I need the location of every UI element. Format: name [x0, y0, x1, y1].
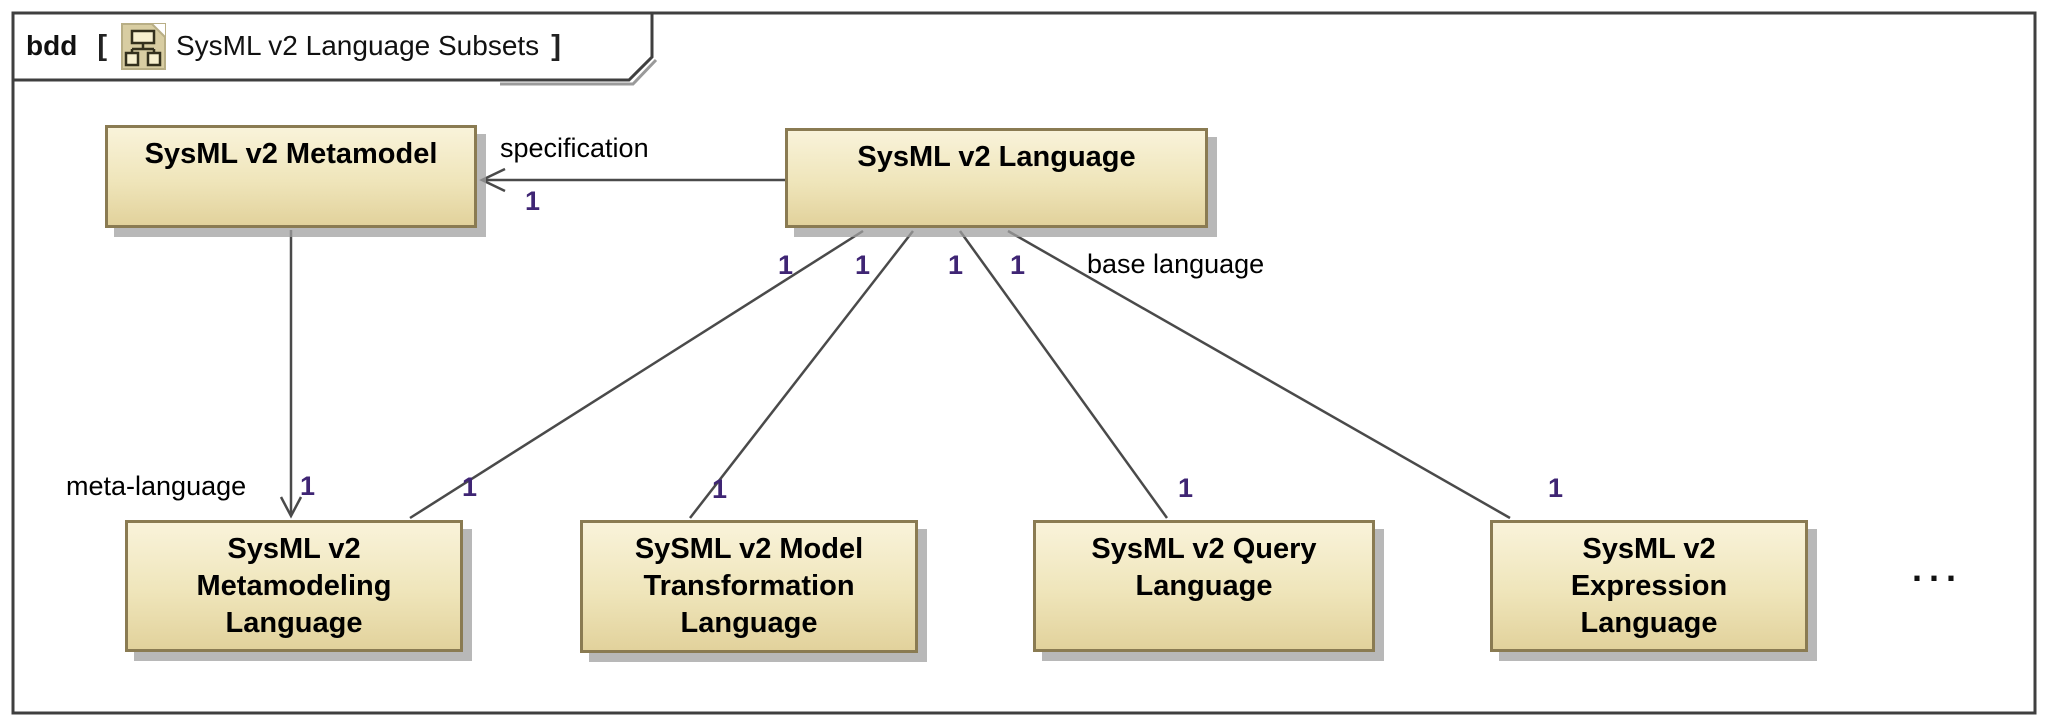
connector-expression-language	[1007, 229, 1511, 520]
block-label: SysML v2 Language	[857, 141, 1136, 173]
more-languages-ellipsis: ...	[1912, 548, 1964, 589]
open-arrowhead-left-icon	[479, 167, 506, 193]
connector-model-transformation-language	[689, 230, 914, 519]
role-label-base-language: base language	[1087, 249, 1265, 279]
block-sysml-v2-language: SysML v2 Language	[785, 128, 1208, 228]
multiplicity-source-1: 1	[778, 250, 794, 280]
block-sysml-v2-metamodeling-language: SysML v2 Metamodeling Language	[125, 520, 463, 652]
block-sysml-v2-expression-language: SysML v2 Expression Language	[1490, 520, 1808, 652]
connector-specification	[479, 167, 785, 193]
multiplicity-target-transformation: 1	[712, 474, 728, 504]
block-sysml-v2-metamodel: SysML v2 Metamodel	[105, 125, 477, 228]
block-label: SysML v2 Expression Language	[1570, 533, 1728, 639]
block-label: SySML v2 Model Transformation Language	[634, 533, 864, 639]
multiplicity-source-4: 1	[1010, 250, 1026, 280]
connector-query-language	[958, 230, 1169, 519]
multiplicity-target-query: 1	[1178, 473, 1194, 503]
open-arrowhead-down-icon	[279, 496, 303, 519]
block-sysml-v2-query-language: SysML v2 Query Language	[1033, 520, 1375, 652]
connector-meta-language	[279, 230, 303, 519]
diagram-kind-label: bdd	[26, 30, 78, 61]
block-label: SysML v2 Metamodeling Language	[196, 533, 392, 639]
role-label-specification: specification	[500, 133, 649, 163]
multiplicity-source-3: 1	[948, 250, 964, 280]
multiplicity-source-2: 1	[855, 250, 871, 280]
block-label: SysML v2 Metamodel	[144, 138, 438, 170]
block-label: SysML v2 Query Language	[1091, 533, 1317, 602]
close-bracket: ]	[551, 29, 561, 62]
multiplicity-specification: 1	[525, 186, 541, 216]
bdd-diagram-icon	[120, 22, 166, 70]
connector-metamodeling-language	[409, 229, 864, 520]
open-bracket: [	[97, 29, 107, 62]
frame-tab-outline	[11, 11, 654, 82]
multiplicity-target-metamodeling: 1	[462, 472, 478, 502]
multiplicity-meta-language: 1	[300, 471, 316, 501]
diagram-frame-border	[11, 11, 2037, 715]
frame-tab: bdd [ SysML v2 Language Subsets ]	[26, 17, 561, 75]
frame-tab-shadow	[500, 58, 658, 86]
block-sysml-v2-model-transformation-language: SySML v2 Model Transformation Language	[580, 520, 918, 653]
role-label-meta-language: meta-language	[66, 471, 247, 501]
multiplicity-target-expression: 1	[1548, 473, 1564, 503]
diagram-title: SysML v2 Language Subsets	[175, 30, 540, 61]
